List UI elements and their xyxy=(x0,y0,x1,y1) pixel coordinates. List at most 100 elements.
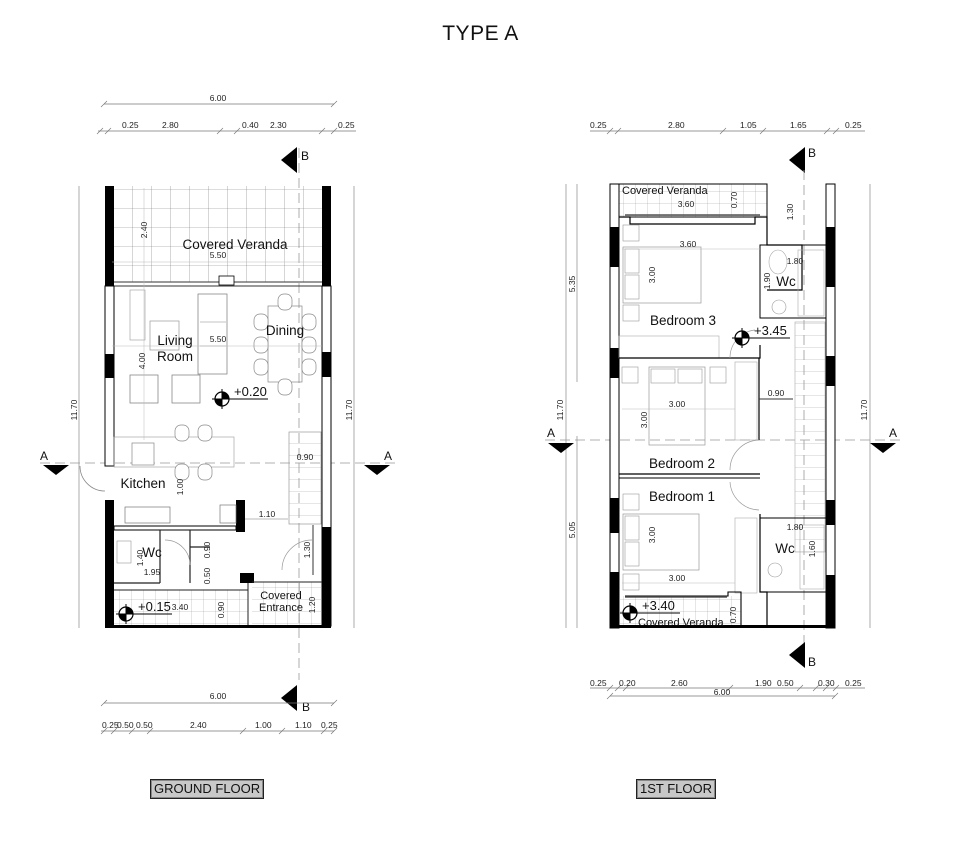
first-dim-bottom-5: 0.30 xyxy=(818,678,835,688)
section-b-marker-icon xyxy=(789,642,805,668)
room-label-kitchen: Kitchen xyxy=(120,476,165,491)
ground-dim-kitchen-depth: 1.00 xyxy=(175,478,185,495)
ground-dim-top-4: 0.25 xyxy=(338,120,355,130)
first-dim-wc-bot-width: 1.80 xyxy=(787,522,804,532)
section-a-label-right: A xyxy=(384,449,392,463)
ground-dim-wc-door: 0.90 xyxy=(202,541,212,558)
room-label-covered-veranda-top: Covered Veranda xyxy=(622,185,708,197)
ground-dim-entry-door: 1.30 xyxy=(302,541,312,558)
ground-dim-veranda-width: 5.50 xyxy=(210,250,227,260)
ground-dim-bottom-4: 1.00 xyxy=(255,720,272,730)
first-dim-overall-bottom: 6.00 xyxy=(714,687,731,697)
first-dim-b3-depth: 3.00 xyxy=(647,266,657,283)
section-b-label-bottom: B xyxy=(808,655,816,669)
section-b-marker-icon xyxy=(281,147,297,173)
ground-dim-bottom-5: 1.10 xyxy=(295,720,312,730)
first-dim-corridor: 0.90 xyxy=(768,388,785,398)
room-label-entrance: Entrance xyxy=(259,602,303,614)
ground-dim-top-3: 2.30 xyxy=(270,120,287,130)
first-dim-b2-depth: 3.00 xyxy=(639,411,649,428)
level-marker-icon xyxy=(211,388,233,410)
first-dim-veranda-top-depth: 0.70 xyxy=(729,191,739,208)
first-floor-plan: 0.25 2.80 1.05 1.65 0.25 B 11.70 5.35 5.… xyxy=(545,120,905,700)
first-dim-top-3: 1.65 xyxy=(790,120,807,130)
first-dim-wc-bot-depth: 1.60 xyxy=(807,540,817,557)
ground-top-dimensions xyxy=(96,100,356,135)
drawing-title: TYPE A xyxy=(442,22,519,45)
room-label-bedroom-3: Bedroom 3 xyxy=(650,313,716,328)
ground-dim-top-2: 0.40 xyxy=(242,120,259,130)
ground-dim-veranda-depth: 2.40 xyxy=(139,221,149,238)
first-dim-bottom-6: 0.25 xyxy=(845,678,862,688)
first-dim-b3-width: 3.60 xyxy=(680,239,697,249)
ground-dim-living-width: 5.50 xyxy=(210,334,227,344)
section-a-marker-icon xyxy=(43,465,69,475)
section-a-marker-icon xyxy=(870,443,896,453)
room-label-covered-veranda: Covered Veranda xyxy=(182,237,288,252)
section-b-label-bottom: B xyxy=(302,700,310,714)
ground-dim-bottom-0: 0.25 xyxy=(102,720,119,730)
first-dim-top-0: 0.25 xyxy=(590,120,607,130)
first-level-upper: +3.45 xyxy=(754,323,787,338)
first-dim-veranda-top-width: 3.60 xyxy=(678,199,695,209)
first-floor-label: 1ST FLOOR xyxy=(636,779,717,799)
room-label-wc-top: Wc xyxy=(776,274,796,289)
first-dim-left-upper: 5.35 xyxy=(567,275,577,292)
room-label-living: Living xyxy=(157,333,192,348)
first-dim-b2-width: 3.00 xyxy=(669,399,686,409)
ground-dim-wc-width: 1.95 xyxy=(144,567,161,577)
ground-level-living: +0.20 xyxy=(234,384,267,399)
section-a-marker-icon xyxy=(548,443,574,453)
first-dim-b1-width: 3.00 xyxy=(669,573,686,583)
section-b-label: B xyxy=(808,146,816,160)
ground-dim-top-0: 0.25 xyxy=(122,120,139,130)
first-dim-bottom-2: 2.60 xyxy=(671,678,688,688)
room-label-wc-bottom: Wc xyxy=(775,541,795,556)
first-dim-wc-top-depth: 1.90 xyxy=(762,272,772,289)
first-dim-bottom-0: 0.25 xyxy=(590,678,607,688)
room-label-covered: Covered xyxy=(260,590,302,602)
ground-dim-bottom-1: 0.50 xyxy=(117,720,134,730)
ground-floor-plan: 6.00 0.25 2.80 0.40 2.30 0.25 B 11.70 11… xyxy=(40,93,400,735)
room-label-room: Room xyxy=(157,349,193,364)
room-label-bedroom-2: Bedroom 2 xyxy=(649,456,715,471)
room-label-wc: Wc xyxy=(142,545,162,560)
ground-dim-front-depth: 0.90 xyxy=(216,601,226,618)
ground-dim-living-depth: 4.00 xyxy=(137,352,147,369)
ground-dim-hall: 1.10 xyxy=(259,509,276,519)
section-a-marker-icon xyxy=(364,465,390,475)
first-dim-b1-depth: 3.00 xyxy=(647,526,657,543)
first-dim-top-2: 1.05 xyxy=(740,120,757,130)
ground-dim-wc-depth: 1.40 xyxy=(135,549,145,566)
ground-dim-bottom-3: 2.40 xyxy=(190,720,207,730)
ground-dim-overall-top: 6.00 xyxy=(210,93,227,103)
ground-dim-overall-bottom: 6.00 xyxy=(210,691,227,701)
ground-floor-label: GROUND FLOOR xyxy=(150,779,265,799)
first-dim-top-4: 0.25 xyxy=(845,120,862,130)
first-dim-top-1: 2.80 xyxy=(668,120,685,130)
section-a-label-right: A xyxy=(889,426,897,440)
first-dim-void-depth: 1.30 xyxy=(785,203,795,220)
first-dim-left: 11.70 xyxy=(555,399,565,420)
room-label-dining: Dining xyxy=(266,323,304,338)
ground-dim-right: 11.70 xyxy=(344,399,354,420)
first-dim-left-lower: 5.05 xyxy=(567,521,577,538)
first-dim-wc-top-width: 1.80 xyxy=(787,256,804,266)
ground-level-front: +0.15 xyxy=(138,599,171,614)
ground-dim-bottom-2: 0.50 xyxy=(136,720,153,730)
first-dim-bottom-4: 0.50 xyxy=(777,678,794,688)
ground-dim-entrance-depth: 1.20 xyxy=(307,596,317,613)
section-b-marker-icon xyxy=(789,147,805,173)
ground-dim-stair: 0.90 xyxy=(297,452,314,462)
section-a-label-left: A xyxy=(547,426,555,440)
ground-dim-top-1: 2.80 xyxy=(162,120,179,130)
room-label-covered-veranda-bottom: Covered Veranda xyxy=(638,617,724,629)
ground-dim-front-width: 3.40 xyxy=(172,602,189,612)
first-level-veranda: +3.40 xyxy=(642,598,675,613)
ground-dim-wc-gap: 0.50 xyxy=(202,567,212,584)
first-dim-right: 11.70 xyxy=(859,399,869,420)
first-dim-bottom-3: 1.90 xyxy=(755,678,772,688)
section-a-label-left: A xyxy=(40,449,48,463)
first-dim-veranda-bot-depth: 0.70 xyxy=(728,606,738,623)
